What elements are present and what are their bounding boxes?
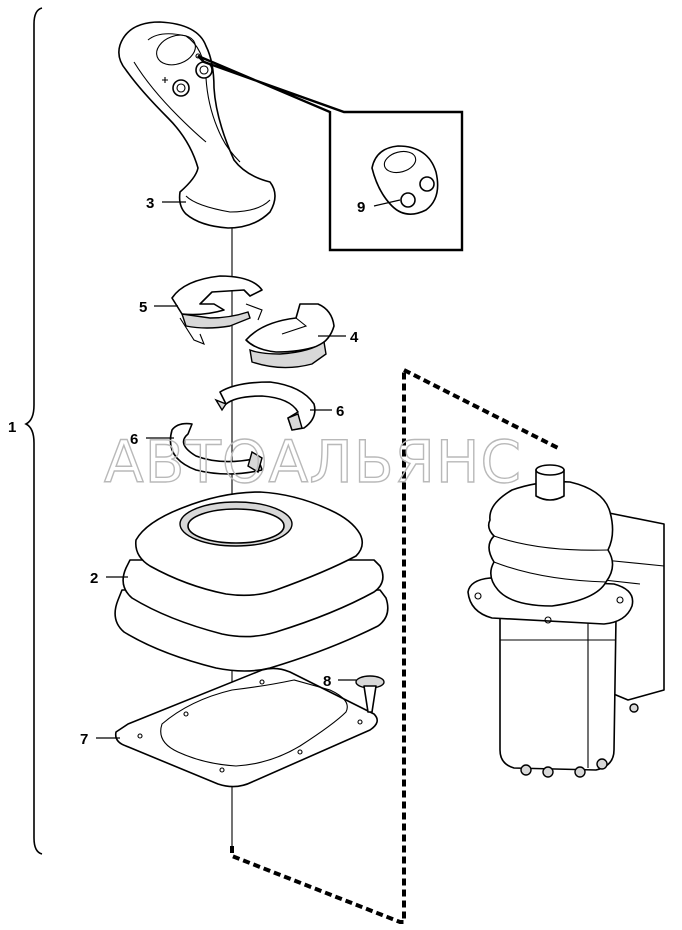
button-detail-view [371,145,439,215]
push-rivet [355,675,385,713]
callout-4: 4 [350,329,359,346]
retaining-ring-upper [171,275,263,345]
watermark-text: АВТОАЛЬЯНС [104,428,522,496]
joystick-handle [118,21,276,229]
callout-1: 1 [8,419,16,436]
callout-2: 2 [90,570,98,587]
leader-9 [373,199,401,207]
mounting-plate [114,667,378,788]
callout-9: 9 [357,199,365,216]
joystick-valve-unit [467,464,665,778]
rubber-boot [114,491,389,672]
callout-8: 8 [323,673,331,690]
dashed-connector-bottom [230,370,406,924]
callout-7: 7 [80,731,88,748]
split-ring-upper [214,381,316,431]
split-ring-lower [169,422,263,475]
callout-6-lower: 6 [130,431,138,448]
detail-leader-lines [197,54,464,252]
dashed-connector-top [403,368,559,450]
assembly-brace [24,7,43,855]
callout-3: 3 [146,195,154,212]
callout-6-upper: 6 [336,403,344,420]
retaining-ring-4 [245,303,335,369]
callout-5: 5 [139,299,147,316]
